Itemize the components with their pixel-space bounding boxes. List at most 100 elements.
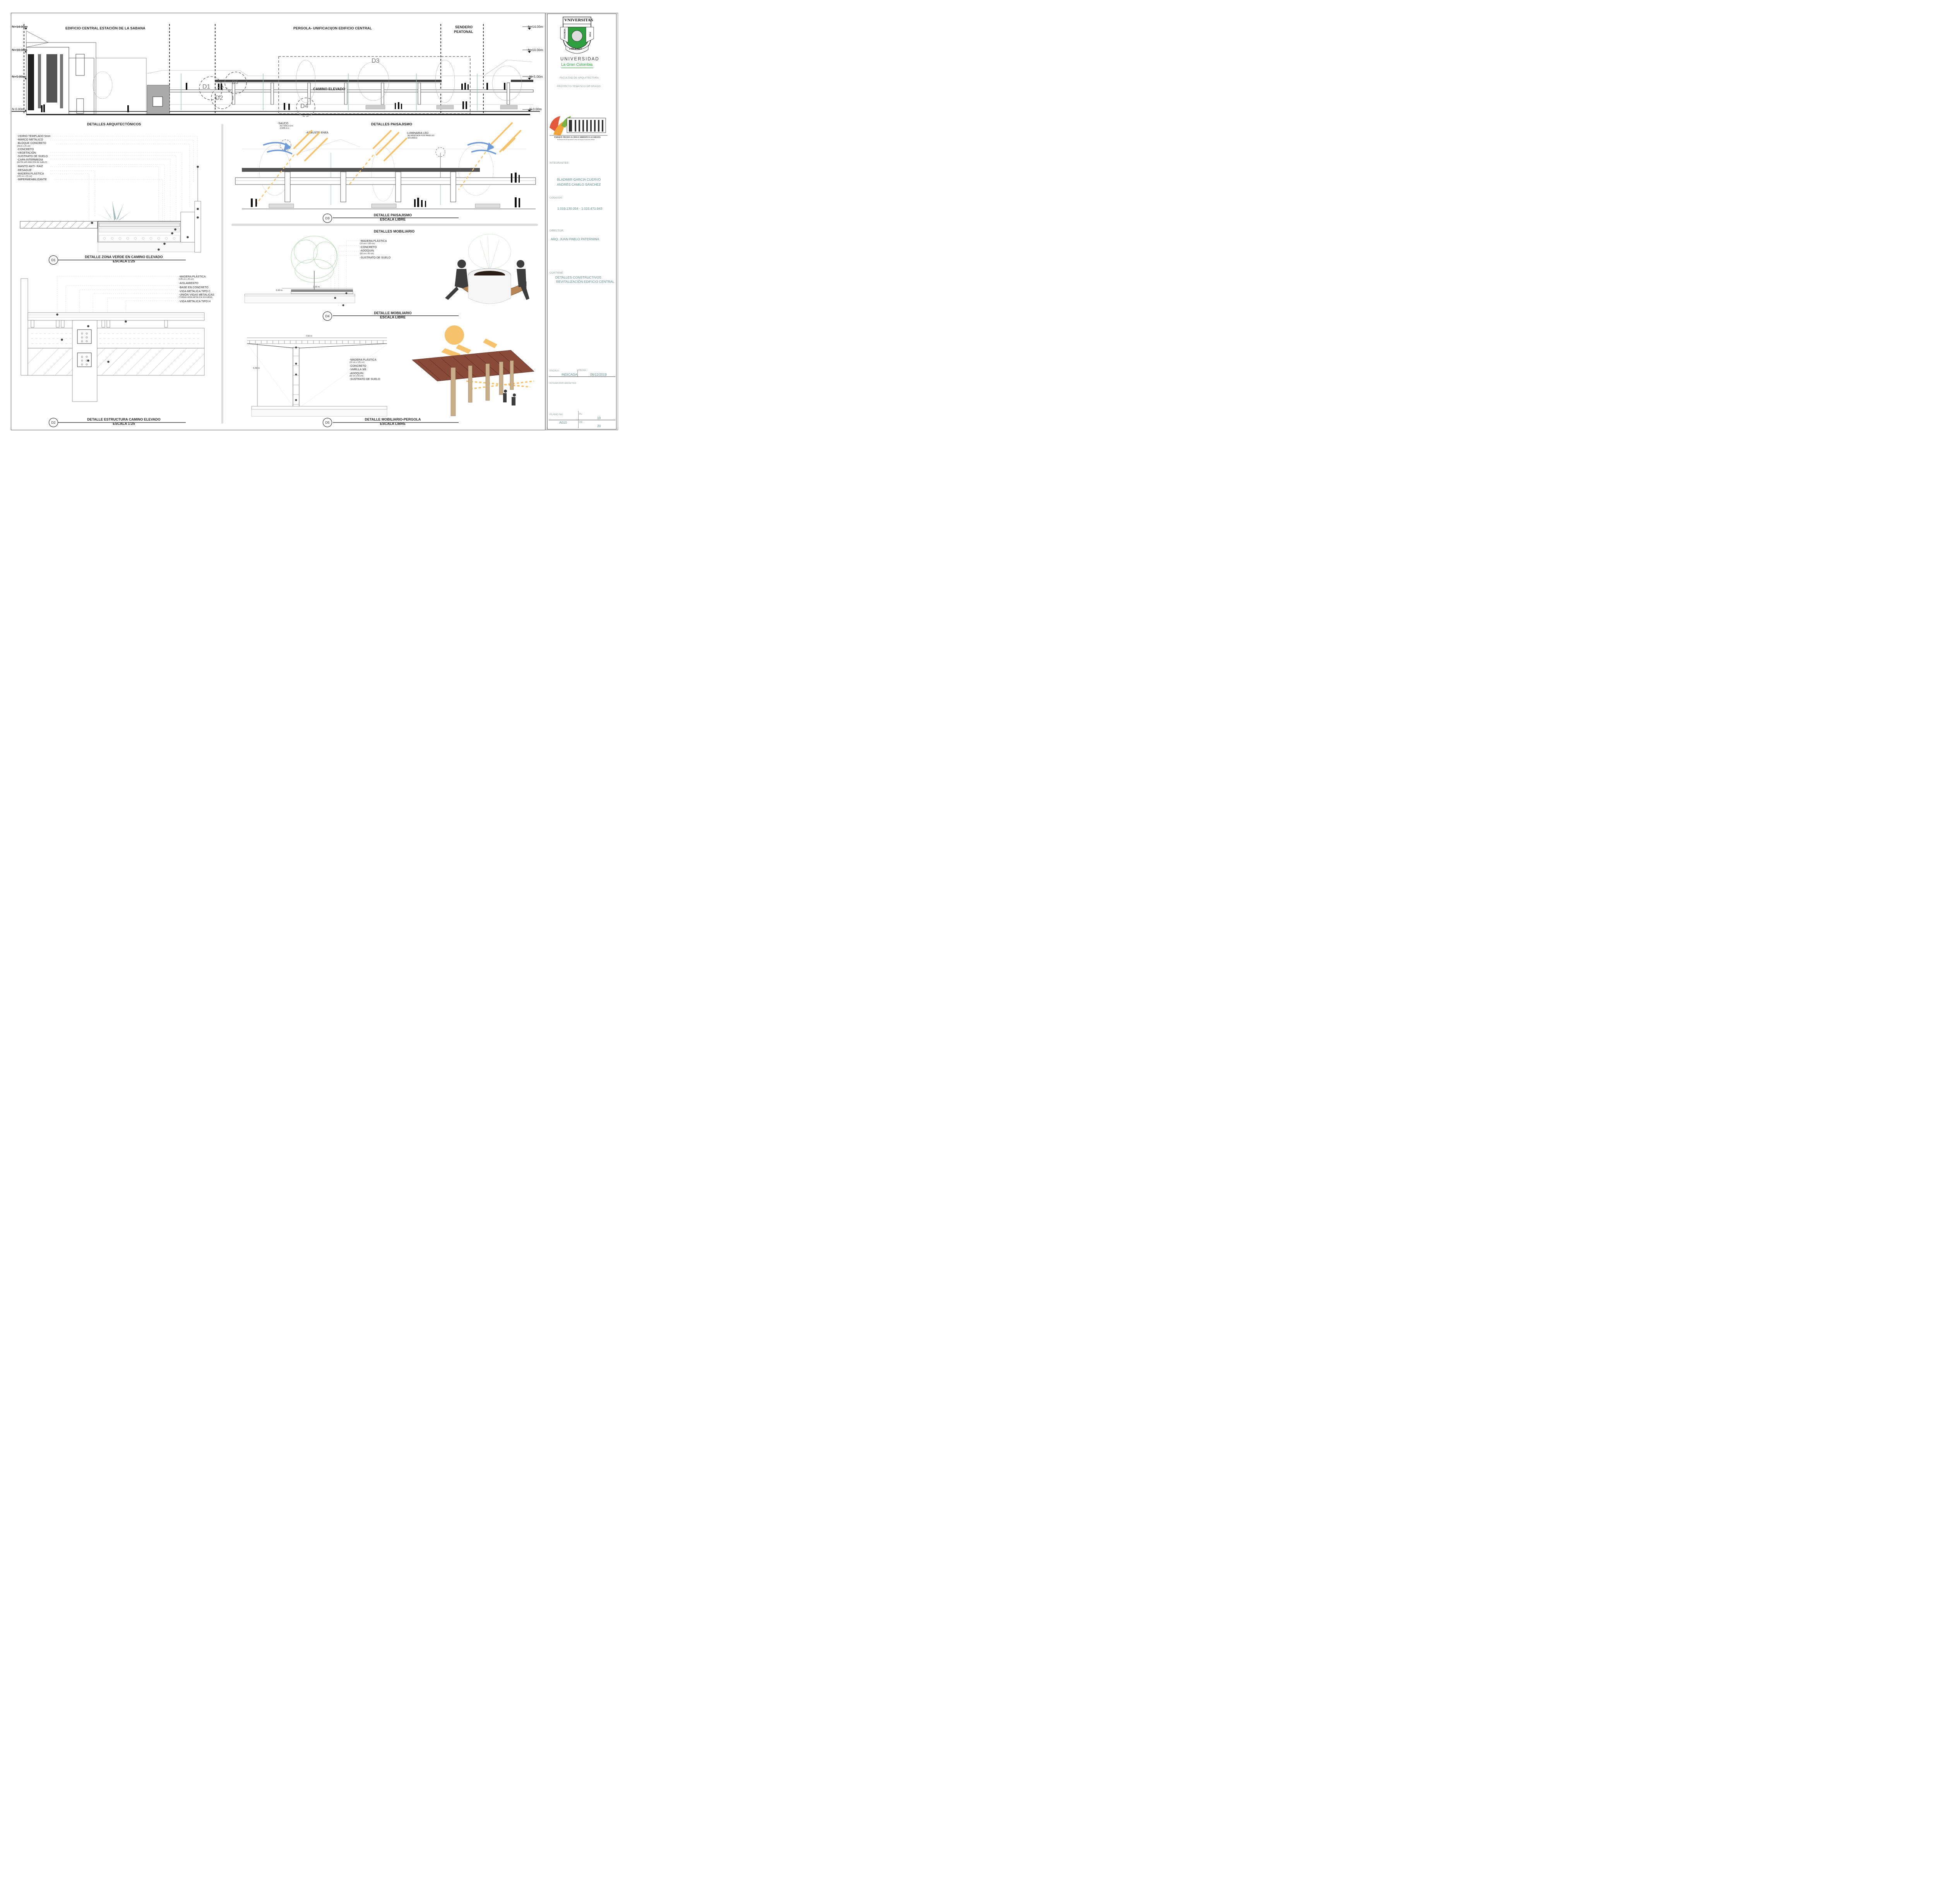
pl-label: PL: [579,413,583,416]
university-logo [560,17,594,54]
d2-note: -MADERA PLÁSTICA [179,275,206,278]
elevation-title-right-2: PEATONAL [454,30,473,34]
sauco-note-sub: -ALTURA 3-5 m [279,125,293,128]
d2-note: -VIGA METALICA TIPO C [179,289,211,293]
row-divider [231,224,538,226]
d1-note: -MARCO METALICO [17,138,43,142]
d1-note: -SUSTRATO DE SUELO [17,154,48,158]
d1-note: -MADERA PLÁSTICA [17,171,44,175]
elevation-title-left: EDIFICIO CENTRAL ESTACIÓN DE LA SABANA [65,26,146,30]
director-label: DIRECTOR: [550,229,564,232]
park-logo [550,116,608,136]
arbusto-note: -ARBUSTO ENEA [306,131,329,134]
title-block-edge [545,13,618,430]
title-block-panel [547,14,616,429]
univ-logo-bottom: LIBERABIT [569,48,582,50]
column-divider [221,124,223,424]
d4-note-sub: (10 cm x 125 cm) [360,243,375,245]
de-label: DE: [579,421,584,424]
fecha: 06/12/2019 [590,373,607,376]
luminaria-note-sub: (ALIMENTADA POR PANELES [408,135,435,137]
callout-d5: D5 [232,79,238,85]
dim-090: 0,90 m [276,289,283,292]
d5-note: -CONCRETO [349,364,366,368]
codigos: 1.019.130.054 - 1.015.471.943 [557,207,603,210]
d5-notes: -MADERA PLÁSTICA (10 cm x 125 cm) -CONCR… [349,358,380,381]
d2-scale: ESCALA 1:25 [113,422,135,426]
contiene-2: REVITALIZACIÓN EDIFICIO CENTRAL [556,280,615,284]
d1-drawing [20,136,201,260]
d5-drawing [247,325,534,423]
d5-badge: D5 [323,418,332,427]
d1-note: -VIDRIO TEMPLADO 5mm [17,134,51,138]
d1-note: -DESAGUE [17,168,32,172]
d1-title: DETALLE ZONA VERDE EN CAMINO ELEVADO ESC… [66,255,182,263]
level-14-right: N+14.00m [528,25,543,29]
level-10-left: N+10.00m [12,48,27,52]
d1-note-sub: (25cm x 25 cm) [17,145,31,147]
d3-scale: ESCALA LIBRE [380,217,406,221]
ruta-label: RUTA ARCHIVO MAGNETICO: [550,382,577,385]
d1-note: -CONCRETO [17,147,34,151]
plano: A010 [559,421,567,424]
integrante-2: ANDRÉS CAMILO SÁNCHEZ [557,183,601,186]
d2-note-sub: (TORNILLERÍA METALICA SOLDADA) [179,296,212,299]
d1-badge: D1 [49,255,58,265]
sauco-notes: -SAUCO -ALTURA 3-5 m -COPA 4 m [277,121,293,130]
d1-notes: -VIDRIO TEMPLADO 5mm -MARCO METALICO -BL… [17,134,51,181]
d4-drawing [244,234,529,316]
d1-title-text: DETALLE ZONA VERDE EN CAMINO ELEVADO [85,255,163,259]
d4-scale: ESCALA LIBRE [380,315,406,319]
tb-line-escala [549,376,615,377]
de: 20 [597,424,601,428]
dim-750: 7,50 m [306,335,312,337]
d5-note-sub: (10 cm x 125 cm) [349,361,365,364]
park-logo-sub: Revitalización del patrimonio como estra… [557,139,595,140]
escala: INDICADA [562,373,577,376]
tb-line-plano-v [578,411,579,428]
d5-note: -SUSTRATO DE SUELO [349,377,380,381]
contiene-label: CONTIENE: [550,272,564,274]
dim-300: 3,00 m [313,286,320,288]
dim-500: 5,00 m [253,367,260,370]
univ-sub: La Gran Colombia [561,63,593,67]
sauco-note-sub: -COPA 4 m [279,127,289,130]
d4-notes: -MADERA PLÁSTICA (10 cm x 125 cm) -CONCR… [360,239,390,259]
d2-title: DETALLE ESTRUCTURA CAMINO ELEVADO ESCALA… [66,417,182,426]
d1-note: -IMPERMEABILIZANTE [17,178,47,181]
d5-title-text: DETALLE MOBILIARIO-PERGOLA [365,417,421,421]
d3-title: DETALLE PAISAJISMO ESCALA LIBRE [348,213,437,222]
tb-line-fecha-v [577,370,578,376]
d3-title-text: DETALLE PAISAJISMO [373,213,412,217]
level-5-left: N+5.00m [12,75,26,79]
d4-title: DETALLE MOBILIARIO ESCALA LIBRE [348,311,437,320]
d5-note: -ADOQUIN [349,371,363,375]
level-0-left: N 0.00m [12,107,25,111]
d5-note: -MADERA PLÁSTICA [349,358,377,361]
furn-heading: DETALLES MOBILIARIO [374,229,415,233]
sauco-note: -SAUCO [277,121,288,125]
d1-note: -BLOQUE CONCRETO [17,141,46,145]
integrantes-label: INTEGRANTES: [550,162,569,164]
d4-note: -CONCRETO [360,245,377,249]
d2-note: -BASE EN CONCRETO [179,286,209,289]
d2-note: -UNIÓN VIGAS METALICAS [179,293,214,296]
d1-note-sub: (125 cm x 25 cm) [17,175,32,178]
d2-note: -AISLAMIENTO [179,281,199,285]
d4-note: -MADERA PLÁSTICA [360,239,387,243]
d4-badge: D4 [323,311,332,321]
level-10-right: N+10.00m [528,48,543,52]
arch-heading: DETALLES ARQUITECTÓNICOS [87,122,141,126]
park-logo-title: PARQUE MUSEO A CIELO ABIERTO LA SABANA [554,136,601,139]
codigos-label: CODIGOS: [550,197,563,199]
d5-scale: ESCALA LIBRE [380,422,406,426]
d2-badge: D2 [49,418,58,427]
d2-note-sub: (125 cm x 25 cm) [179,278,194,281]
pl: 10 [597,416,601,420]
d1-note: -MANTO ANTI- RAÍZ [17,164,43,168]
land-heading: DETALLES PAISAJISMO [371,122,413,126]
d1-note: -CAPA INTERMEDIA [17,158,43,162]
label-camino-elevado: CAMINO ELEVADO [313,87,346,91]
d5-note: -VARILLA 3/8 [349,368,366,371]
fecha-label: FECHA: [578,370,587,372]
